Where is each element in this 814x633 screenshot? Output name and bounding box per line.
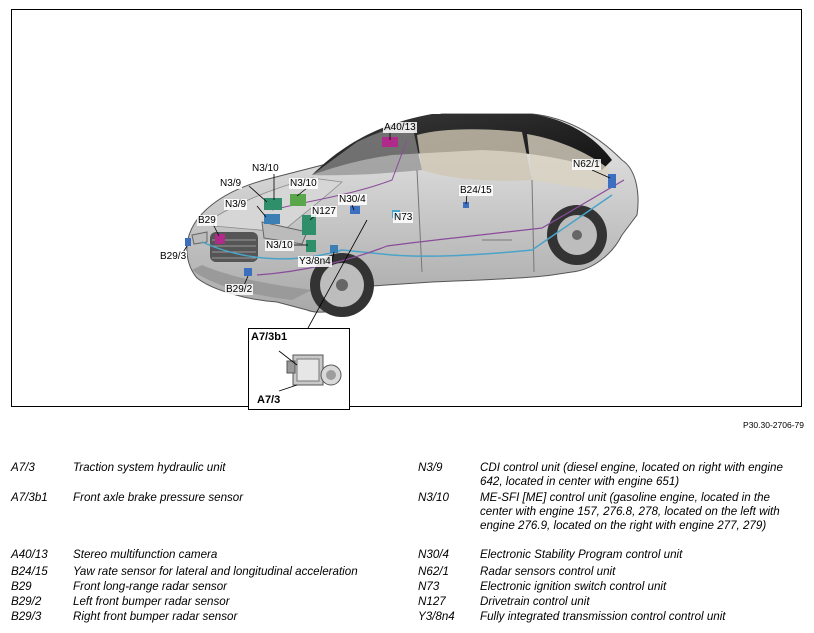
callout-a40-13: A40/13 <box>383 122 417 133</box>
legend-code: B29 <box>11 580 32 593</box>
legend-row: N73 Electronic ignition switch control u… <box>418 580 800 594</box>
inset-label-top: A7/3b1 <box>251 331 288 343</box>
legend-code: N73 <box>418 580 440 593</box>
legend-code: N127 <box>418 595 446 608</box>
inset-detail-hydraulic-unit: A7/3b1 A7/3 <box>248 328 350 410</box>
callout-n30-4: N30/4 <box>338 194 367 205</box>
legend-desc: Radar sensors control unit <box>480 565 616 578</box>
callout-b29-2: B29/2 <box>225 284 254 295</box>
legend-row: A40/13 Stereo multifunction camera <box>11 548 403 562</box>
callout-n62-1: N62/1 <box>572 159 601 170</box>
legend-row: N30/4 Electronic Stability Program contr… <box>418 548 800 562</box>
legend-row: B29 Front long-range radar sensor <box>11 580 403 594</box>
legend-row: Y3/8n4 Fully integrated transmission con… <box>418 610 800 624</box>
legend-row: B24/15 Yaw rate sensor for lateral and l… <box>11 565 403 579</box>
inset-label-bottom: A7/3 <box>257 394 281 406</box>
legend-code: N30/4 <box>418 548 449 561</box>
callout-b29-3: B29/3 <box>159 251 188 262</box>
callout-n3-9-lower: N3/9 <box>224 199 248 210</box>
callout-b24-15: B24/15 <box>459 185 493 196</box>
car-illustration <box>181 113 639 329</box>
callout-n127: N127 <box>311 206 337 217</box>
legend-desc: ME-SFI [ME] control unit (gasoline engin… <box>480 491 780 532</box>
callout-n73: N73 <box>393 212 414 223</box>
legend-code: Y3/8n4 <box>418 610 455 623</box>
legend-code: A7/3b1 <box>11 491 48 504</box>
vehicle-diagram: A40/13 N62/1 N3/10 N3/9 N3/10 N3/9 N30/4… <box>11 9 802 410</box>
legend-desc: Left front bumper radar sensor <box>73 595 230 608</box>
legend-code: B29/2 <box>11 595 42 608</box>
legend-row: N3/10 ME-SFI [ME] control unit (gasoline… <box>418 491 800 533</box>
callout-y3-8n4: Y3/8n4 <box>298 256 332 267</box>
legend-desc: Electronic Stability Program control uni… <box>480 548 683 561</box>
legend-code: B24/15 <box>11 565 48 578</box>
legend-desc: Front axle brake pressure sensor <box>73 491 244 504</box>
legend-row: A7/3b1 Front axle brake pressure sensor <box>11 491 403 505</box>
legend-desc: Front long-range radar sensor <box>73 580 228 593</box>
callout-n3-10-lower: N3/10 <box>265 240 294 251</box>
callout-n3-9-upper: N3/9 <box>219 178 243 189</box>
legend-code: A40/13 <box>11 548 48 561</box>
callout-n3-10-top: N3/10 <box>251 163 280 174</box>
callout-b29: B29 <box>197 215 217 226</box>
legend-row: N127 Drivetrain control unit <box>418 595 800 609</box>
figure-id: P30.30-2706-79 <box>743 420 804 430</box>
legend-row: N3/9 CDI control unit (diesel engine, lo… <box>418 461 800 489</box>
legend-row: N62/1 Radar sensors control unit <box>418 565 800 579</box>
hydraulic-unit-illustration <box>278 350 342 392</box>
legend-code: N3/9 <box>418 461 443 474</box>
legend-code: B29/3 <box>11 610 42 623</box>
legend-row: B29/2 Left front bumper radar sensor <box>11 595 403 609</box>
legend-code: N62/1 <box>418 565 449 578</box>
legend-desc: Fully integrated transmission control co… <box>480 610 726 623</box>
callout-n3-10-right: N3/10 <box>289 178 318 189</box>
legend-code: N3/10 <box>418 491 449 504</box>
legend-desc: Drivetrain control unit <box>480 595 590 608</box>
legend-desc: Stereo multifunction camera <box>73 548 218 561</box>
legend-desc: Traction system hydraulic unit <box>73 461 226 474</box>
legend-desc: CDI control unit (diesel engine, located… <box>480 461 783 488</box>
legend-code: A7/3 <box>11 461 35 474</box>
legend-row: A7/3 Traction system hydraulic unit <box>11 461 403 475</box>
legend-desc: Electronic ignition switch control unit <box>480 580 667 593</box>
legend-row: B29/3 Right front bumper radar sensor <box>11 610 403 624</box>
legend-desc: Yaw rate sensor for lateral and longitud… <box>73 565 358 578</box>
legend-desc: Right front bumper radar sensor <box>73 610 238 623</box>
